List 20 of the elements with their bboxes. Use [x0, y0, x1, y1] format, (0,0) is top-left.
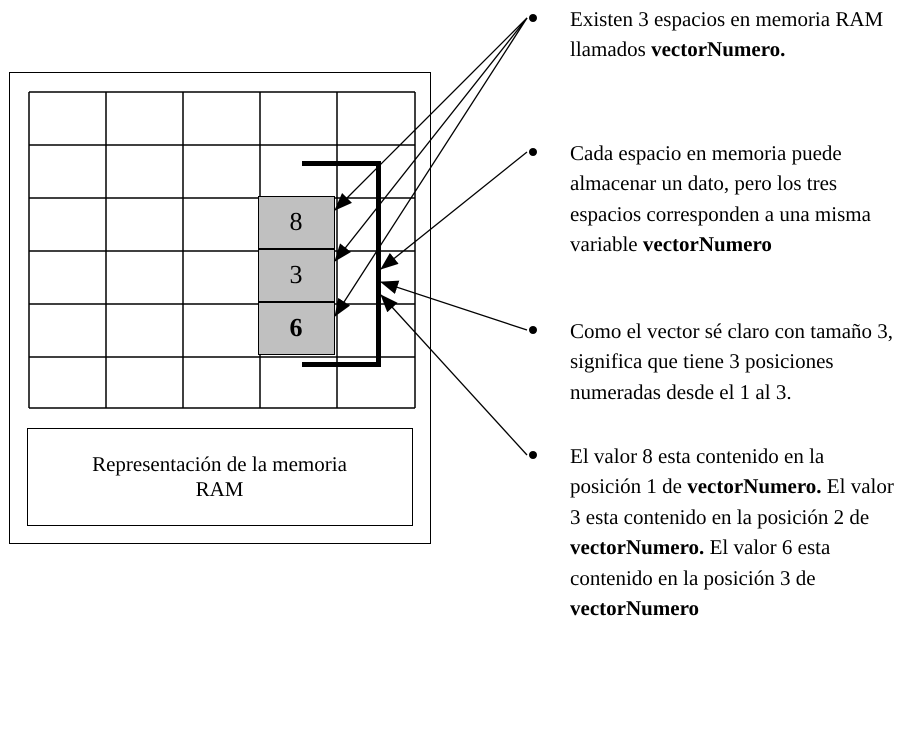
bracket [302, 160, 380, 366]
leader-arrow [334, 18, 528, 262]
note-text: Cada espacio en memoria puede almacenar un dato, pero los tres espacios corresponden a una misma variable vectorNumero [570, 140, 872, 258]
note-text: Como el vector sé claro con tamaño 3, significa que tiene 3 posiciones numeradas desde el 1 al 3. [570, 318, 894, 406]
memory-cell [258, 196, 334, 248]
leader-arrow [334, 18, 528, 317]
memory-cell [258, 248, 334, 302]
cell-value: 3 [290, 260, 302, 290]
caption-box [26, 428, 412, 526]
caption-text: Representación de la memoria RAM [91, 452, 348, 502]
memory-frame [9, 72, 431, 544]
leader-arrow [380, 294, 528, 456]
cell-value: 8 [290, 207, 302, 237]
cell-value: 6 [290, 313, 302, 343]
leader-arrow [334, 18, 528, 211]
leader-arrow [380, 280, 528, 331]
note-text: Existen 3 espacios en memoria RAM llamados vectorNumero. [570, 6, 884, 64]
note-text: El valor 8 esta contenido en la posición 1 de vectorNumero. El valor 3 esta contenido en la posición 2 de vectorNumero. El valor 6 esta contenido en la posición 3 de vectorNumero [570, 443, 895, 622]
leader-arrow [380, 152, 528, 270]
memory-cell [258, 302, 334, 354]
